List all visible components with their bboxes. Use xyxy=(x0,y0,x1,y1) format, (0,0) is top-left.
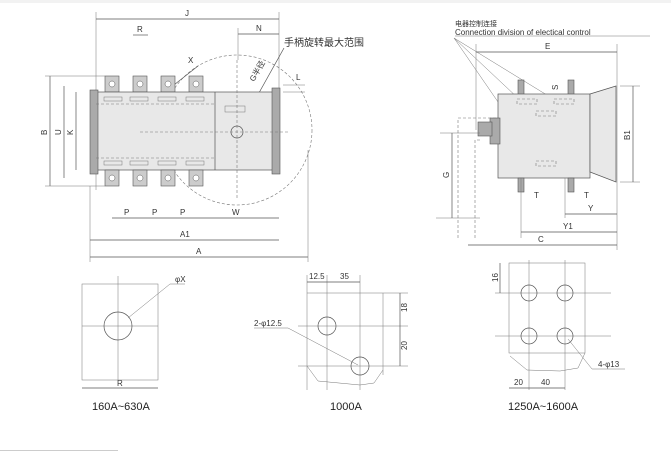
caption-160-630A: 160A~630A xyxy=(92,401,150,413)
caption-1000A: 1000A xyxy=(330,401,362,413)
hole-phiX: φX xyxy=(175,275,186,284)
dim-W: W xyxy=(232,208,240,217)
dim-12-5: 12.5 xyxy=(309,272,325,281)
dim-B1: B1 xyxy=(623,130,632,140)
dim-20-b: 20 xyxy=(514,378,523,387)
dim-G-radius: G半径 xyxy=(247,59,267,83)
dim-N: N xyxy=(256,24,262,33)
dim-Y: Y xyxy=(588,204,594,213)
terminal-1250-1600: 16 4-φ13 20 40 1250A~1600A xyxy=(491,260,625,413)
dim-16: 16 xyxy=(491,273,500,282)
dim-C: C xyxy=(538,235,544,244)
dim-S: S xyxy=(551,85,560,90)
control-note-en: Connection division of electical control xyxy=(455,28,591,37)
handle-rotation-note: 手柄旋转最大范围 xyxy=(284,36,364,49)
hole-4-phi13: 4-φ13 xyxy=(598,360,620,369)
dim-20: 20 xyxy=(400,341,409,350)
dim-G: G xyxy=(442,172,451,178)
front-view: J N 手柄旋转最大范围 G半径 R X xyxy=(40,9,364,262)
dim-J: J xyxy=(185,9,189,18)
dim-R-terminal: R xyxy=(117,379,123,388)
bottom-divider xyxy=(0,450,118,451)
dim-R: R xyxy=(137,25,143,34)
dim-B: B xyxy=(40,130,49,135)
terminal-1000: 12.5 35 18 20 2-φ12.5 1000A xyxy=(254,272,409,413)
dim-X: X xyxy=(188,56,194,65)
dim-P-1: P xyxy=(124,208,129,217)
dim-A1: A1 xyxy=(180,230,190,239)
control-note-cn: 电器控制连接 xyxy=(455,19,497,28)
dim-35: 35 xyxy=(340,272,349,281)
dim-40: 40 xyxy=(541,378,550,387)
dim-A: A xyxy=(196,247,202,256)
dim-P-2: P xyxy=(152,208,157,217)
dim-E: E xyxy=(545,42,550,51)
dim-P-3: P xyxy=(180,208,185,217)
dim-T-1: T xyxy=(534,191,539,200)
dim-Y1: Y1 xyxy=(563,222,573,231)
dim-18: 18 xyxy=(400,303,409,312)
side-view: 电器控制连接 Connection division of electical … xyxy=(436,19,650,250)
dim-U: U xyxy=(54,129,63,135)
dim-L: L xyxy=(296,73,301,82)
terminal-160-630: φX R 160A~630A xyxy=(81,275,186,413)
top-border xyxy=(0,0,671,3)
hole-2-phi12-5: 2-φ12.5 xyxy=(254,319,282,328)
dim-K: K xyxy=(66,129,75,135)
dim-T-2: T xyxy=(584,191,589,200)
caption-1250-1600A: 1250A~1600A xyxy=(508,401,579,413)
